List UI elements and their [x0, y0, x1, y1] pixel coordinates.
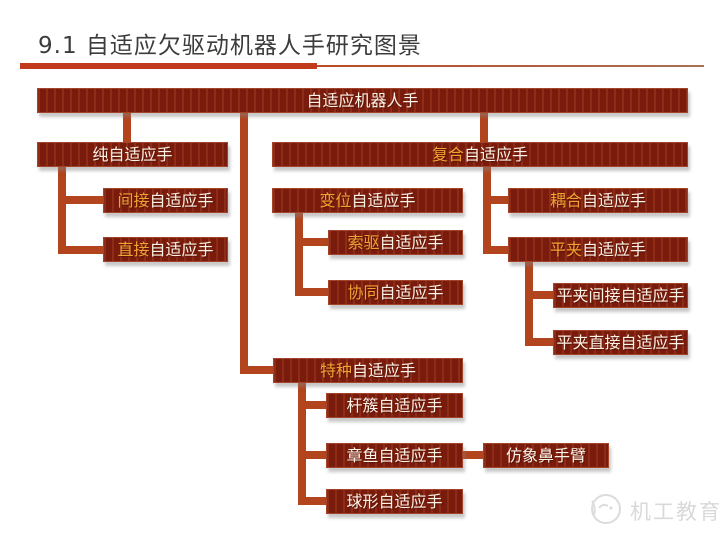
node-label: 自适应手: [379, 282, 444, 302]
node-parallel-indirect-adaptive-hand: 平夹间接自适应手: [553, 283, 688, 308]
brand-watermark: 机工教育: [586, 491, 720, 531]
node-parallel-direct-adaptive-hand: 平夹直接自适应手: [553, 330, 688, 355]
node-label-highlight: 复合: [431, 144, 464, 164]
connector-special-to-spherical: [298, 497, 326, 505]
node-label-highlight: 耦合: [549, 190, 582, 210]
node-label: 自适应手: [582, 190, 647, 210]
node-adaptive-robot-hand: 自适应机器人手: [37, 88, 688, 113]
node-label: 仿象鼻手臂: [505, 445, 586, 465]
connector-parallel-to-parallel-direct: [525, 338, 553, 346]
node-cable-driven-adaptive-hand: 索驱自适应手: [328, 230, 463, 255]
connector-pure-to-indirect: [58, 196, 103, 204]
node-parallel-clamp-adaptive-hand: 平夹自适应手: [508, 237, 688, 262]
node-label-highlight: 协同: [347, 282, 380, 302]
brand-circle-icon: [586, 491, 624, 531]
connector-pure-children-vertical: [58, 166, 66, 254]
node-label: 自适应手: [379, 232, 444, 252]
node-label: 自适应手: [149, 190, 214, 210]
connector-parallel-children-vertical: [525, 261, 533, 346]
connector-parallel-to-parallel-indirect: [525, 291, 553, 299]
node-label-highlight: 特种: [319, 360, 352, 380]
connector-composite-children-vertical: [483, 166, 491, 254]
node-label: 自适应手: [351, 190, 416, 210]
connector-displacement-to-cable: [295, 238, 328, 246]
node-displacement-adaptive-hand: 变位自适应手: [272, 188, 463, 213]
brand-name: 机工教育: [630, 500, 720, 524]
connector-special-to-octopus: [298, 451, 326, 459]
node-label-highlight: 直接: [117, 239, 150, 259]
node-label-highlight: 平夹: [549, 239, 582, 259]
connector-root-to-special-horizontal: [240, 366, 274, 374]
connector-root-to-composite: [480, 112, 488, 142]
connector-special-children-vertical: [298, 382, 306, 505]
connector-pure-to-direct: [58, 246, 103, 254]
node-label: 球形自适应手: [346, 491, 443, 511]
node-composite-adaptive-hand: 复合自适应手: [272, 142, 688, 167]
node-label: 杆簇自适应手: [346, 395, 443, 415]
connector-root-to-pure: [123, 112, 131, 142]
connector-root-to-special-vertical: [240, 112, 248, 374]
node-label: 平夹间接自适应手: [556, 285, 685, 305]
connector-composite-to-coupled: [483, 196, 508, 204]
node-octopus-adaptive-hand: 章鱼自适应手: [326, 443, 463, 468]
node-label: 纯自适应手: [92, 144, 173, 164]
node-label: 自适应手: [352, 360, 417, 380]
node-indirect-adaptive-hand: 间接自适应手: [103, 188, 228, 213]
node-label-highlight: 索驱: [347, 232, 380, 252]
node-coupled-adaptive-hand: 耦合自适应手: [508, 188, 688, 213]
node-synergy-adaptive-hand: 协同自适应手: [328, 280, 463, 305]
title-underline-thick: [20, 63, 317, 69]
connector-displacement-to-synergy: [295, 288, 328, 296]
node-label: 自适应手: [464, 144, 529, 164]
node-special-adaptive-hand: 特种自适应手: [273, 358, 463, 383]
node-label: 平夹直接自适应手: [556, 332, 685, 352]
node-label: 自适应机器人手: [306, 90, 419, 110]
node-spherical-adaptive-hand: 球形自适应手: [326, 489, 463, 514]
node-label: 自适应手: [582, 239, 647, 259]
node-direct-adaptive-hand: 直接自适应手: [103, 237, 228, 262]
connector-displacement-children-vertical: [295, 212, 303, 296]
node-pure-adaptive-hand: 纯自适应手: [37, 142, 228, 167]
node-label-highlight: 变位: [319, 190, 352, 210]
connector-octopus-to-elephant-trunk: [463, 451, 483, 459]
page-title: 9.1 自适应欠驱动机器人手研究图景: [38, 33, 422, 59]
node-label-highlight: 间接: [117, 190, 150, 210]
title-underline-thin: [317, 65, 704, 67]
connector-special-to-rod-cluster: [298, 401, 326, 409]
node-elephant-trunk-arm: 仿象鼻手臂: [483, 443, 609, 468]
node-label: 章鱼自适应手: [346, 445, 443, 465]
node-label: 自适应手: [149, 239, 214, 259]
node-rod-cluster-adaptive-hand: 杆簇自适应手: [326, 393, 463, 418]
connector-composite-to-parallel: [483, 246, 508, 254]
